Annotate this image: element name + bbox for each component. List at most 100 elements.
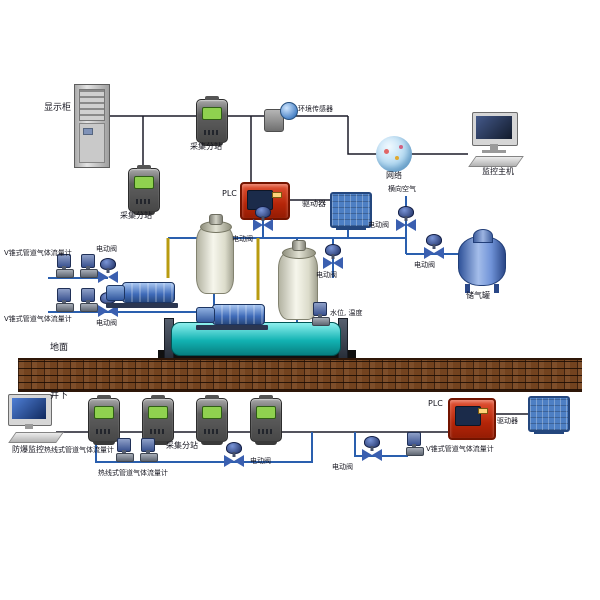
substation-device-ug2 <box>142 398 174 445</box>
meter-flange <box>312 317 330 326</box>
valve-stem <box>261 216 265 221</box>
meter-neck <box>62 266 66 271</box>
network-sphere <box>376 136 412 172</box>
vcone-flow-meter-ug <box>406 432 424 456</box>
monitor-screen <box>476 116 512 139</box>
substation-screen <box>256 406 276 419</box>
substation-device-top <box>196 99 228 146</box>
tank-leg <box>494 284 499 293</box>
valve-body <box>362 449 372 461</box>
plc-ug-label: PLC <box>428 399 443 408</box>
meter-neck <box>146 450 150 455</box>
vcone-meter-ug-label: V锥式管道气体流量计 <box>426 445 494 453</box>
meter-neck <box>86 266 90 271</box>
meter-neck <box>62 300 66 305</box>
vacuum-pump-2 <box>196 298 268 330</box>
valve-air-label: 电动阀 <box>368 221 389 229</box>
valve-body <box>224 455 234 467</box>
electric-valve-air <box>396 206 416 232</box>
electric-valve-tank <box>424 234 444 260</box>
driver-ug-label: 驱动器 <box>497 417 518 425</box>
meter-neck <box>86 300 90 305</box>
substation-screen <box>94 406 114 419</box>
plc-top-label: PLC <box>222 189 237 198</box>
substation-ug-label: 采集分站 <box>166 441 198 450</box>
gas-storage-tank <box>458 229 506 293</box>
substation-buttons <box>136 199 152 204</box>
valve-mid-label: 电动阀 <box>232 235 253 243</box>
keyboard <box>468 156 524 167</box>
meter-neck <box>122 450 126 455</box>
pump-motor <box>106 285 125 301</box>
monitor-screen <box>12 398 46 419</box>
valve-tank-label: 电动阀 <box>414 261 435 269</box>
vcone-row1-label: V锥式管道气体流量计 <box>4 249 72 257</box>
explosion-proof-monitor-computer <box>8 394 64 446</box>
explosion-proof-monitor-label: 防爆监控 <box>12 445 44 454</box>
lateral-air-label: 横向空气 <box>388 185 416 193</box>
display-cabinet <box>74 84 110 168</box>
valve-body <box>253 219 263 231</box>
water-level-temp-sensor <box>312 302 330 326</box>
vcone-flow-meter <box>80 288 98 312</box>
cabinet-indicator-panel <box>79 89 105 121</box>
pump-base <box>106 303 178 308</box>
electric-valve-ug-right <box>362 436 382 462</box>
hotwire-flow-meter <box>140 438 158 462</box>
electric-valve-row1 <box>98 258 118 284</box>
substation-top-label: 采集分站 <box>190 142 222 151</box>
valve-body <box>396 219 406 231</box>
vcone-flow-meter <box>56 288 74 312</box>
substation-device-ug1 <box>88 398 120 445</box>
monitor-stand <box>25 424 33 429</box>
valve-body <box>98 305 108 317</box>
valve-ug-right-label: 电动阀 <box>332 463 353 471</box>
monitor-base <box>482 150 506 153</box>
network-node-dot <box>399 145 403 149</box>
cabinet-screen <box>83 128 93 135</box>
substation-buttons <box>150 429 166 434</box>
substation-device-ug3 <box>196 398 228 445</box>
meter-flange <box>56 303 74 312</box>
substation-screen <box>202 107 222 120</box>
hotwire-meter-b-label: 热线式管道气体流量计 <box>98 469 168 477</box>
network-node-dot <box>395 156 399 160</box>
plc-led <box>478 408 488 414</box>
keyboard <box>8 432 64 443</box>
driver-top <box>330 192 372 230</box>
valve-stem <box>432 244 436 249</box>
meter-flange <box>406 447 424 456</box>
tank-leg <box>465 284 470 293</box>
valve-row2-label: 电动阀 <box>96 319 117 327</box>
valve-stem <box>106 268 110 273</box>
ground-brick-wall <box>18 358 582 392</box>
valve-body <box>333 257 343 269</box>
valve-body <box>406 219 416 231</box>
valve-body <box>372 449 382 461</box>
vcone-flow-meter <box>56 254 74 278</box>
monitor <box>8 394 52 426</box>
vacuum-pump-1 <box>106 276 178 308</box>
display-cabinet-label: 显示柜 <box>44 103 72 113</box>
driver-top-label: 驱动器 <box>302 199 326 208</box>
valve-stem <box>370 446 374 451</box>
gas-tank-label: 储气罐 <box>466 291 490 300</box>
substation-buttons <box>258 429 274 434</box>
environment-sensor <box>264 102 298 132</box>
monitor-stand <box>490 144 498 150</box>
valve-body <box>263 219 273 231</box>
valve-body <box>323 257 333 269</box>
electric-valve-mid <box>253 206 273 232</box>
hotwire-meter-a-label: 热线式管道气体流量计 <box>44 446 114 454</box>
substation-buttons <box>204 429 220 434</box>
network-label: 网络 <box>386 171 402 180</box>
valve-stem <box>232 452 236 457</box>
meter-flange <box>56 269 74 278</box>
valve-stem <box>404 216 408 221</box>
meter-flange <box>116 453 134 462</box>
valve-right-label: 电动阀 <box>316 271 337 279</box>
ground-label: 地面 <box>50 343 69 353</box>
sensor-body <box>264 109 284 132</box>
hotwire-flow-meter <box>116 438 134 462</box>
